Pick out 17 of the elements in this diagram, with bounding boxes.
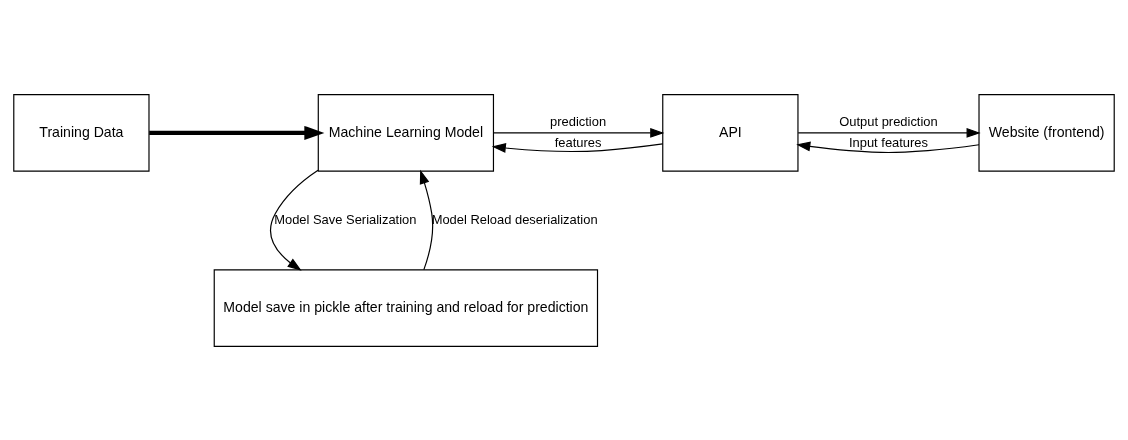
node-box: Training Data bbox=[13, 93, 150, 172]
arrow bbox=[493, 127, 665, 138]
node-box: Website (frontend) bbox=[978, 93, 1115, 172]
edge-label: prediction bbox=[550, 113, 607, 129]
edge-label: Output prediction bbox=[839, 113, 938, 129]
node-box: Machine Learning Model bbox=[317, 93, 495, 172]
arrow bbox=[149, 125, 325, 140]
edge-label: features bbox=[554, 134, 602, 150]
edge-label: Input features bbox=[848, 134, 928, 150]
edge-label: Model Save Serialization bbox=[274, 211, 417, 227]
arrow bbox=[796, 141, 980, 153]
arrow bbox=[269, 169, 319, 271]
arrow bbox=[797, 127, 981, 138]
arrow bbox=[419, 169, 434, 270]
arrow bbox=[491, 142, 664, 153]
node-box: Model save in pickle after training and reload for prediction bbox=[213, 268, 599, 347]
node-box: API bbox=[662, 93, 799, 172]
